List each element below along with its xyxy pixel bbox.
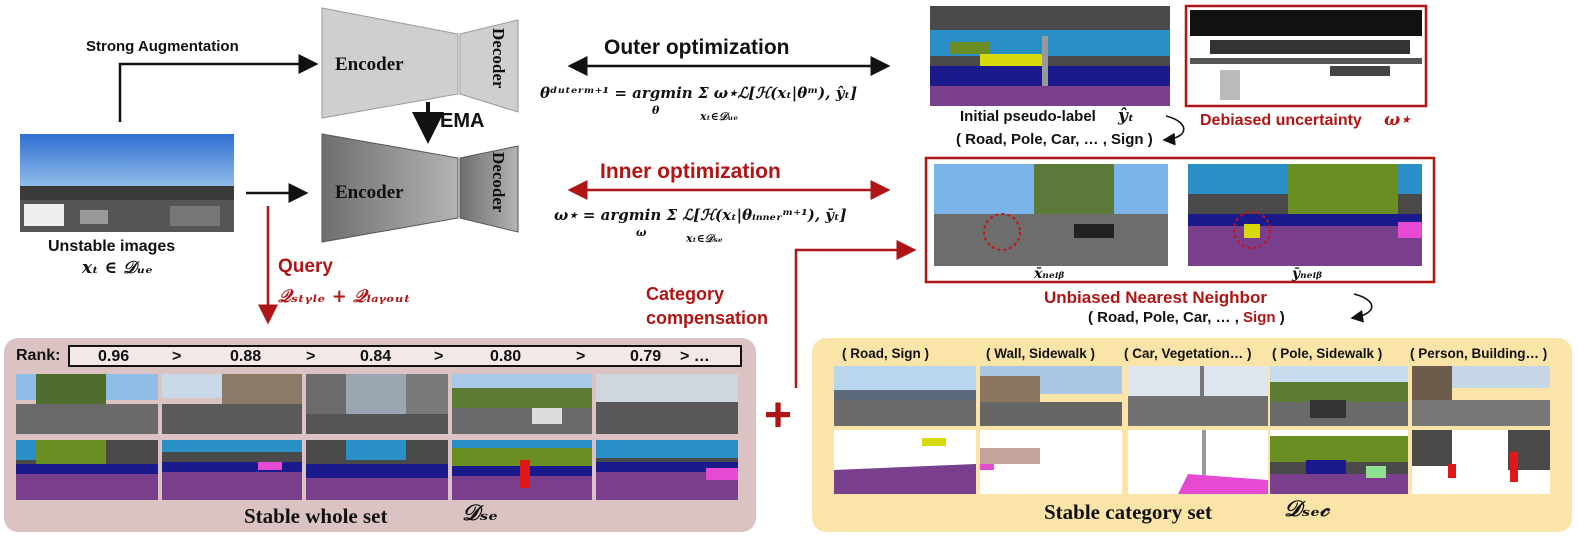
uncertainty-map [1190,10,1422,102]
inner-argmin-sub: ω [636,226,647,239]
rank-sep-1: > [172,348,182,365]
rank-value-2: 0.88 [230,348,262,365]
whole-set-image-5 [596,374,738,434]
whole-set-label-2 [162,440,302,500]
outer-formula: θᵈᵘᵗᵉʳᵐ⁺¹ = argmin Σ ω⋆ℒ[ℋ(xₜ|θᵐ), ŷₜ] [540,84,858,102]
rank-tail: > … [680,348,710,365]
category-image-2 [980,366,1122,426]
input-street-image [20,134,234,232]
pseudo-label-map [930,6,1170,106]
rank-value-4: 0.80 [490,348,522,365]
pseudo-label-caption: Initial pseudo-label [960,108,1096,125]
input-caption: Unstable images [48,238,176,255]
category-image-5 [1412,366,1550,426]
uncertainty-caption: Debiased uncertainty [1200,112,1362,129]
category-label-4: ( Pole, Sidewalk ) [1272,346,1383,361]
category-label-2: ( Wall, Sidewalk ) [986,346,1096,361]
inner-formula: ω⋆ = argmin Σ ℒ[ℋ(xₜ|θᵢₙₙₑᵣᵐ⁺¹), ȳₜ] [554,206,847,224]
rank-value-3: 0.84 [360,348,392,365]
pseudo-label-math: ŷₜ [1118,106,1135,126]
neighbor-label-map [1188,164,1422,266]
neighbor-classes: ( Road, Pole, Car, … , Sign ) [1088,309,1285,326]
neighbor-x-label: x̄ₙₑᵢᵦ [1034,266,1065,282]
augment-arrow [118,54,319,122]
input-math: xₜ ∈ 𝒟ᵤₑ [82,258,153,278]
outer-argmin-sub: θ [652,104,660,117]
encoder-bottom-shape [321,133,459,243]
whole-set-image-4 [452,374,592,434]
uncertainty-math: ω⋆ [1384,110,1411,130]
whole-set-label-3 [306,440,448,500]
rank-label: Rank: [16,347,61,364]
inner-sum-sub: xₜ∈𝒟ₛₑ [686,232,723,245]
whole-set-label-4 [452,440,592,500]
decoder-bottom-label: Decoder [489,152,508,213]
rank-sep-2: > [306,348,316,365]
rank-value-5: 0.79 [630,348,662,365]
augment-label: Strong Augmentation [86,38,239,55]
category-label-map-4 [1270,430,1408,494]
category-label-1: ( Road, Sign ) [842,346,929,361]
stable-whole-caption: Stable whole set [244,504,388,528]
decoder-top-label: Decoder [489,28,508,89]
uncertainty-box [1184,4,1428,108]
category-label-3: ( Car, Vegetation… ) [1124,346,1252,361]
rank-value-1: 0.96 [98,348,130,365]
outer-label: Outer optimization [604,36,790,59]
plus-symbol: + [764,389,793,442]
encoder-top-label: Encoder [335,54,404,75]
inner-label: Inner optimization [600,160,781,183]
category-image-4 [1270,366,1408,426]
query-formula: 𝒬ₛₜᵧₗₑ + 𝒬ₗₐᵧₒᵤₜ [278,286,411,307]
whole-set-label-1 [16,440,158,500]
rank-sep-3: > [434,348,444,365]
neighbor-image [934,164,1168,266]
compensation-arrow [794,240,917,388]
whole-set-image-3 [306,374,448,434]
category-image-1 [834,366,976,426]
category-label-5: ( Person, Building… ) [1410,346,1548,361]
whole-set-image-2 [162,374,302,434]
stable-category-math: 𝒟ₛₑ𝒸 [1284,496,1329,522]
category-label-map-3 [1128,430,1268,494]
stable-whole-panel [4,338,756,532]
whole-set-image-1 [16,374,158,434]
category-image-3 [1128,366,1268,426]
rank-bar: 0.96 > 0.88 > 0.84 > 0.80 > 0.79 > … [68,345,742,367]
neighbor-y-label: ȳₙₑᵢᵦ [1292,266,1322,282]
ema-label: EMA [440,110,485,132]
category-label-map-1 [834,430,976,494]
outer-sum-sub: xₜ∈𝒟ᵤₑ [700,110,739,123]
stable-whole-math: 𝒟ₛₑ [462,500,499,526]
compensation-label: Category compensation [646,284,769,328]
neighbor-box [924,156,1436,284]
decoder-top-shape [459,19,519,113]
pseudo-curve-arrow [1162,115,1185,146]
pseudo-label-classes: ( Road, Pole, Car, … , Sign ) [956,131,1153,148]
stable-category-caption: Stable category set [1044,500,1212,524]
decoder-bottom-shape [459,145,519,233]
query-label: Query [278,256,333,277]
neighbor-caption: Unbiased Nearest Neighbor [1044,288,1267,307]
category-label-map-5 [1412,430,1550,494]
neighbor-curve-arrow [1350,293,1373,323]
whole-set-label-5 [596,440,738,500]
encoder-top-shape [321,7,459,119]
rank-sep-4: > [576,348,586,365]
category-label-map-2 [980,430,1122,494]
encoder-bottom-label: Encoder [335,182,404,203]
